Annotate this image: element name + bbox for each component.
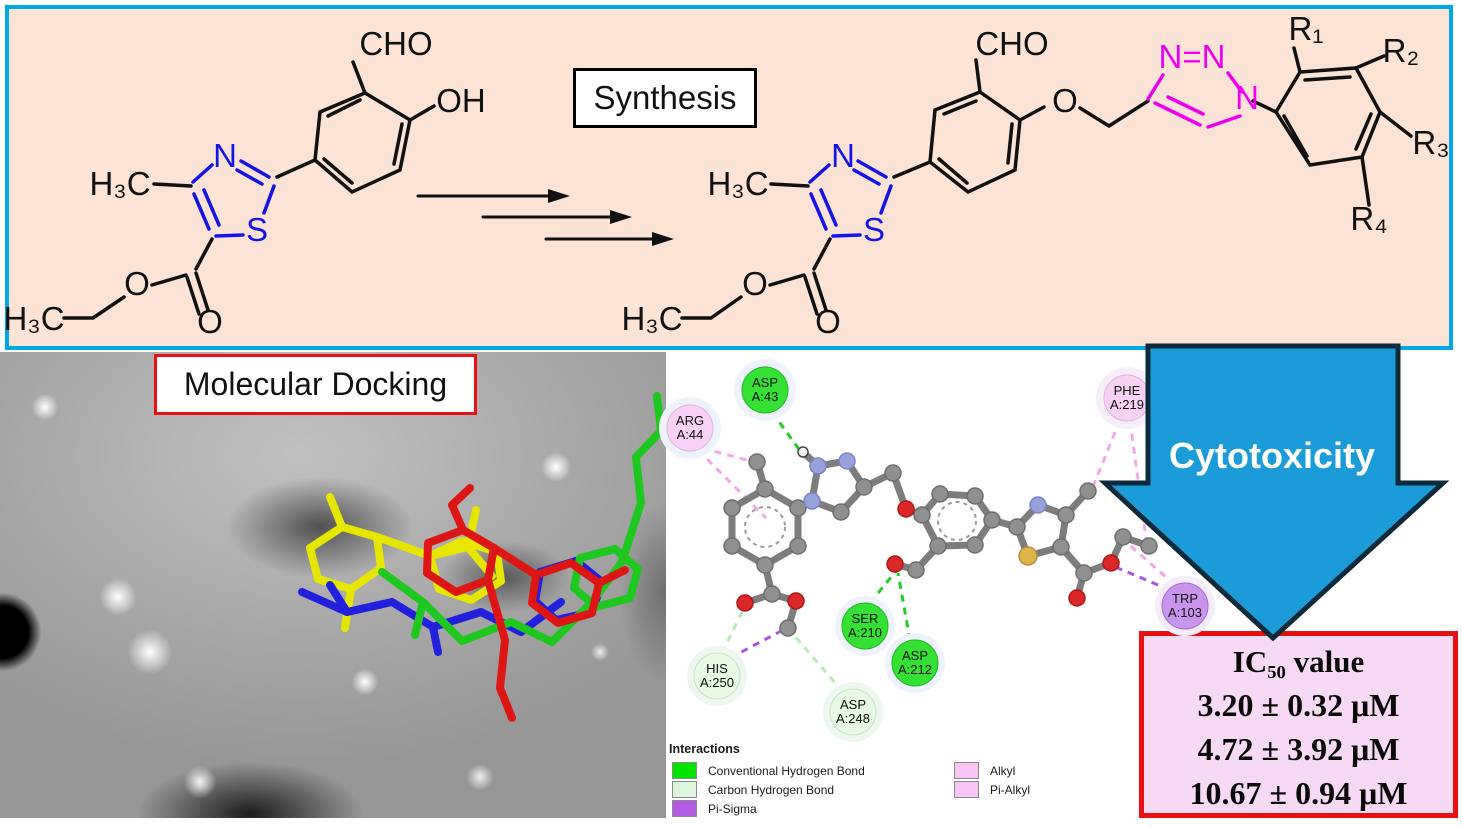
pi-alkyl-color-swatch	[954, 781, 979, 798]
legend-label: Pi-Sigma	[708, 801, 757, 816]
legend-label: Pi-Alkyl	[990, 782, 1031, 797]
molecular-docking-label-box: Molecular Docking	[154, 354, 477, 415]
carbon-hbond-color-swatch	[672, 781, 697, 798]
legend-item-pi-alkyl: Pi-Alkyl	[954, 781, 1030, 798]
docking-panel	[0, 352, 666, 818]
alkyl-color-swatch	[954, 762, 979, 779]
ic50-value-3: 10.67 ± 0.94 μM	[1189, 775, 1408, 811]
hbond-color-swatch	[672, 762, 697, 779]
legend-item-pi-sigma: Pi-Sigma	[672, 800, 757, 817]
synthesis-panel	[5, 5, 1453, 350]
legend-title: Interactions	[669, 742, 740, 756]
legend-item-alkyl: Alkyl	[954, 762, 1015, 779]
legend-label: Alkyl	[990, 763, 1016, 778]
ic50-results-box: IC₅₀ value 3.20 ± 0.32 μM 4.72 ± 3.92 μM…	[1139, 631, 1458, 818]
synthesis-label-box: Synthesis	[573, 68, 757, 128]
legend-label: Carbon Hydrogen Bond	[708, 782, 835, 797]
interactions-legend: Interactions Conventional Hydrogen Bond …	[666, 740, 1286, 820]
legend-item-conventional-hbond: Conventional Hydrogen Bond	[672, 762, 865, 779]
pi-sigma-color-swatch	[672, 800, 697, 817]
legend-label: Conventional Hydrogen Bond	[708, 763, 865, 778]
legend-item-carbon-hbond: Carbon Hydrogen Bond	[672, 781, 834, 798]
ic50-value-2: 4.72 ± 3.92 μM	[1197, 731, 1400, 767]
ic50-title: IC₅₀ value	[1232, 644, 1365, 679]
molecular-docking-label: Molecular Docking	[183, 366, 448, 402]
ic50-value-1: 3.20 ± 0.32 μM	[1197, 687, 1400, 723]
synthesis-label: Synthesis	[593, 79, 737, 116]
